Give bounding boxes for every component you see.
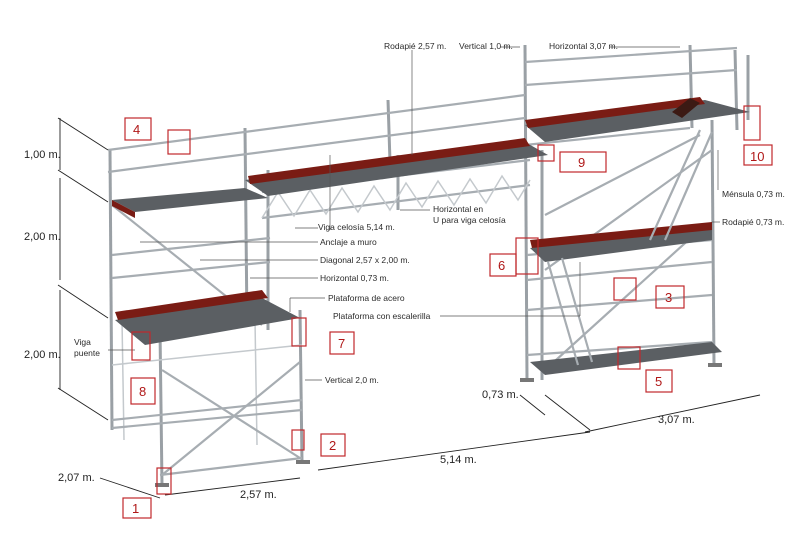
marker-2: 2 (329, 438, 336, 453)
dimension-lines (57, 117, 761, 499)
platforms (112, 97, 750, 375)
label-viga-celosia: Viga celosía 5,14 m. (318, 222, 395, 232)
dim-depth-207: 2,07 m. (58, 472, 95, 484)
marker-7: 7 (338, 336, 345, 351)
label-horizontal-073: Horizontal 0,73 m. (320, 273, 389, 283)
dim-height-200-lower: 2,00 m. (24, 349, 61, 361)
vertical-standards (108, 44, 750, 486)
label-anclaje: Anclaje a muro (320, 237, 377, 247)
label-viga-puente-line1: Viga (74, 337, 91, 347)
label-rodapie-257: Rodapié 2,57 m. (384, 41, 446, 51)
dim-height-100: 1,00 m. (24, 149, 61, 161)
dim-depth-073: 0,73 m. (482, 389, 519, 401)
label-plataforma-escalerilla: Plataforma con escalerilla (333, 311, 431, 321)
marker-1: 1 (132, 501, 139, 516)
dim-width-307: 3,07 m. (658, 414, 695, 426)
marker-6: 6 (498, 258, 505, 273)
base-plates (155, 363, 722, 487)
dimension-labels: 1,00 m. 2,00 m. 2,00 m. 2,07 m. 2,57 m. … (24, 149, 695, 501)
dim-height-200-upper: 2,00 m. (24, 231, 61, 243)
label-vertical-20: Vertical 2,0 m. (325, 375, 379, 385)
marker-3: 3 (665, 290, 672, 305)
leader-lines (108, 46, 720, 381)
label-viga-puente-line2: puente (74, 348, 100, 358)
marker-10: 10 (750, 149, 764, 164)
marker-5: 5 (655, 374, 662, 389)
label-diagonal: Diagonal 2,57 x 2,00 m. (320, 255, 410, 265)
dim-span-514: 5,14 m. (440, 454, 477, 466)
dim-width-257: 2,57 m. (240, 489, 277, 501)
label-vertical-10: Vertical 1,0 m. (459, 41, 513, 51)
marker-8: 8 (139, 384, 146, 399)
marker-4: 4 (133, 122, 140, 137)
marker-9: 9 (578, 155, 585, 170)
label-horizontal-307: Horizontal 3,07 m. (549, 41, 618, 51)
label-horizontal-u-line1: Horizontal en (433, 204, 483, 214)
label-horizontal-u-line2: U para viga celosía (433, 215, 506, 225)
ladders (546, 129, 714, 366)
marker-numbers: 1 2 3 4 5 6 7 8 9 10 (132, 122, 764, 516)
label-rodapie-073: Rodapié 0,73 m. (722, 217, 784, 227)
callout-labels: Rodapié 2,57 m. Vertical 1,0 m. Horizont… (74, 41, 785, 385)
label-mensula: Ménsula 0,73 m. (722, 189, 785, 199)
marker-boxes (122, 105, 773, 519)
label-plataforma-acero: Plataforma de acero (328, 293, 405, 303)
